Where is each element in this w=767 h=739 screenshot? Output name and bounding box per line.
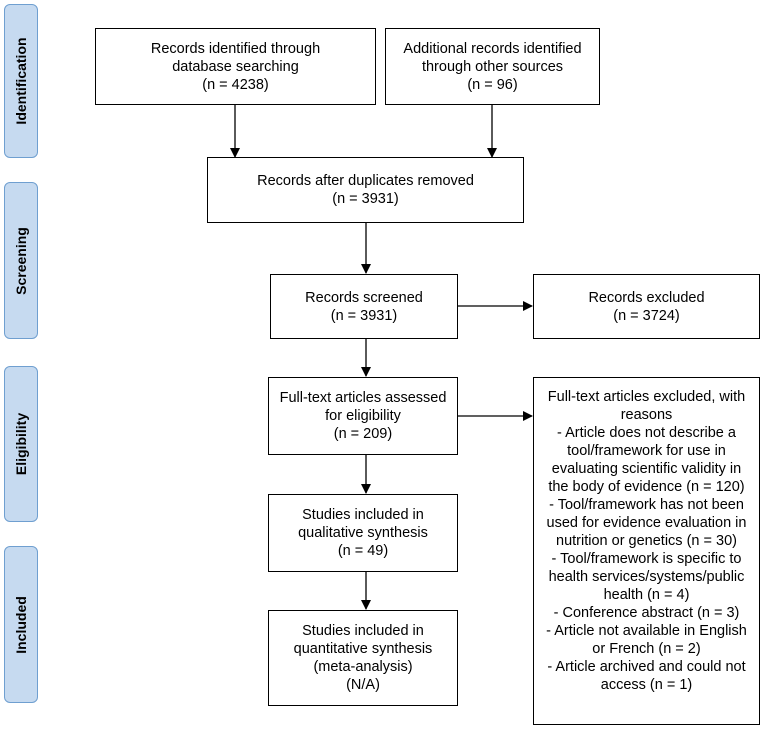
box-database-search: Records identified through database sear… [95,28,376,105]
phase-identification: Identification [4,4,38,158]
phase-eligibility: Eligibility [4,366,38,522]
box-other-sources: Additional records identified through ot… [385,28,600,105]
box-quantitative-synthesis: Studies included in quantitative synthes… [268,610,458,706]
box-duplicates-removed: Records after duplicates removed (n = 39… [207,157,524,223]
box-records-excluded: Records excluded (n = 3724) [533,274,760,339]
phase-included: Included [4,546,38,703]
box-fulltext-assessed: Full-text articles assessed for eligibil… [268,377,458,455]
phase-screening: Screening [4,182,38,339]
box-fulltext-excluded: Full-text articles excluded, with reason… [533,377,760,725]
box-records-screened: Records screened (n = 3931) [270,274,458,339]
box-qualitative-synthesis: Studies included in qualitative synthesi… [268,494,458,572]
